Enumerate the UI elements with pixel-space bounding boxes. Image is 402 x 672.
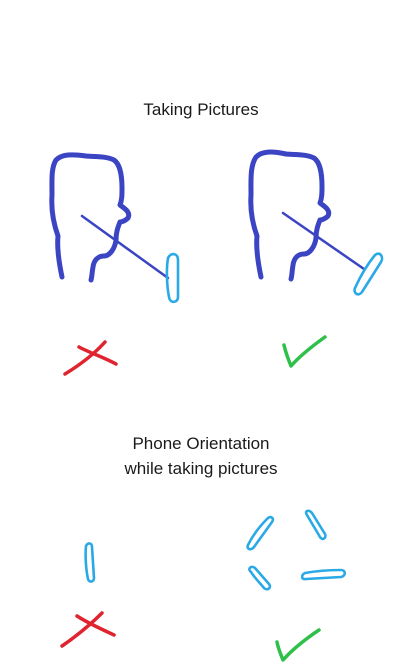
phone-vertical-left [165,252,180,304]
section-title-line-1: Phone Orientation [132,434,270,453]
check-mark-icon [275,628,321,662]
cross-mark-icon [60,611,116,648]
person-tilted-phone-figure [248,149,384,296]
head-outline-left [49,152,132,283]
section-title-taking-pictures: Taking Pictures [0,97,402,122]
phone-orientation-3 [248,565,272,591]
sight-line-right [281,211,366,271]
phone-orientation-4 [300,568,347,581]
cross-mark-icon [63,340,118,376]
section-title-line-2: while taking pictures [124,459,278,478]
check-mark-icon [282,335,327,368]
phone-tilted-right [353,252,384,296]
phone-orientation-2 [304,509,327,541]
person-vertical-phone-figure [49,152,180,304]
section-title-phone-orientation: Phone Orientation while taking pictures [0,431,402,481]
phone-orientation-1 [246,515,275,551]
sight-line-left [80,214,170,280]
phone-orientation-cluster [246,509,347,591]
head-outline-right [248,149,332,282]
phone-vertical-bottom-left [84,542,96,583]
section-title-taking-pictures-text: Taking Pictures [143,100,259,119]
